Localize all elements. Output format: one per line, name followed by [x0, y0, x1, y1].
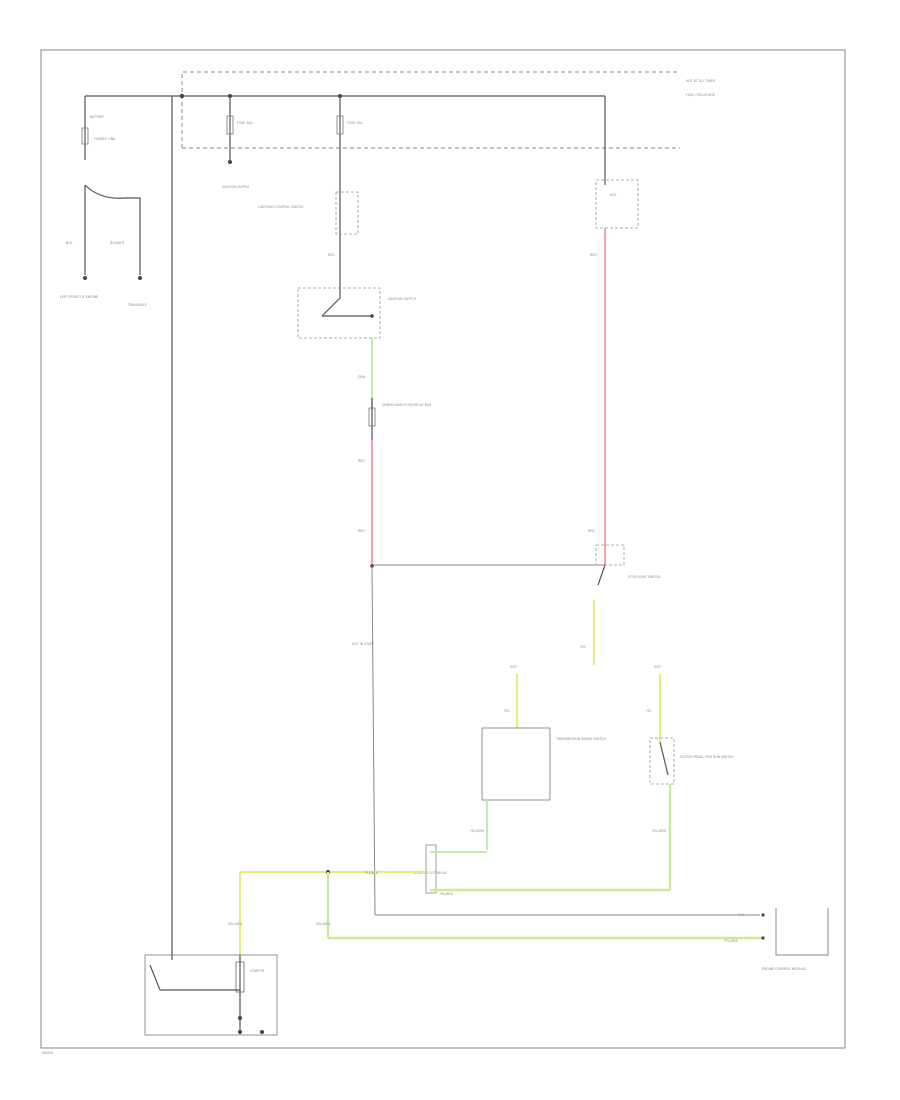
relay-label: STARTER CUT RELAY	[414, 871, 447, 875]
fuse-b-label: FUSE 10A	[347, 121, 363, 125]
ignition-switch: IGNITION SWITCH	[297, 287, 417, 339]
wire-yel-grn-label-2: YEL/GRN	[652, 829, 666, 833]
ignition-switch-label: IGNITION SWITCH	[388, 297, 417, 301]
fuse-a-branch: FUSE 30A IGNITION SUPPLY	[222, 94, 253, 189]
fuse-block-label: HOT AT ALL TIMES	[686, 79, 715, 83]
wire-blk-wht-label: BLK/WHT	[110, 241, 125, 245]
starter-feed: YEL/BLK YEL/GRN YEL/GRN YEL/GRN	[228, 870, 762, 955]
battery-fusible-label: FUSIBLE LINK	[94, 137, 116, 141]
clutch-switch-label: CLUTCH PEDAL POSITION SWITCH	[680, 755, 734, 759]
fuse-block-name: FUSE / RELAY BOX	[686, 93, 716, 97]
stoplight-switch: STOP LIGHT SWITCH YEL	[580, 544, 661, 665]
wire-yel-blk-label-2: YEL/BLK	[365, 871, 379, 875]
wire-yel-label-2: YEL	[504, 709, 510, 713]
starter-label: STARTER	[250, 969, 265, 973]
wire-grn-label-1: GRN	[358, 375, 366, 379]
ground-left-label: LEFT FRONT OF ENGINE	[60, 295, 98, 299]
under-dash-fuse-box: UNDER-DASH FUSE/RELAY BOX	[368, 398, 432, 440]
wire-yel-grn-label-5: YEL/GRN	[724, 939, 738, 943]
wire-red-label-1: RED	[328, 253, 335, 257]
ignition-supply-label: IGNITION SUPPLY	[222, 185, 249, 189]
hot-in-start-label: HOT IN START	[352, 642, 374, 646]
wire-red-label-3: RED	[358, 529, 365, 533]
right-red-branch: HOT RED RED	[588, 150, 639, 565]
ground-trans-label: TRANSAXLE	[127, 303, 147, 307]
wire-yel-grn-label-3: YEL/GRN	[228, 922, 242, 926]
wire-yel-label-1: YEL	[580, 645, 586, 649]
clutch-switch: HOT YEL CLUTCH PEDAL POSITION SWITCH YEL…	[646, 665, 734, 890]
starter-cut-relay: STARTER CUT RELAY YEL/BLK	[414, 844, 670, 896]
fuse-block: HOT AT ALL TIMES FUSE / RELAY BOX	[180, 71, 716, 150]
starter-motor: STARTER	[144, 954, 278, 1036]
transmission-range-switch: HOT YEL TRANSMISSION RANGE SWITCH YEL/GR…	[470, 665, 606, 850]
stoplight-switch-label: STOP LIGHT SWITCH	[628, 575, 661, 579]
wire-yel-blk-label: YEL/BLK	[440, 892, 454, 896]
wire-blk-label: BLK	[66, 241, 73, 245]
wire-red-label-2: RED	[358, 459, 365, 463]
fuse-b-branch: FUSE 10A LIGHTING CONTROL SWITCH RED	[258, 94, 363, 298]
wire-yel-label-3: YEL	[646, 709, 652, 713]
ecm: ENGINE CONTROL MODULE HOT	[738, 908, 829, 971]
ecm-hot-label: HOT	[738, 913, 745, 917]
hot-label-1: HOT	[510, 665, 517, 669]
diagram-footer-code: W0000	[42, 1051, 53, 1055]
wire-yel-grn-label-4: YEL/GRN	[316, 922, 330, 926]
light-control-label: LIGHTING CONTROL SWITCH	[258, 205, 304, 209]
under-dash-label: UNDER-DASH FUSE/RELAY BOX	[382, 403, 432, 407]
ecm-label: ENGINE CONTROL MODULE	[762, 967, 806, 971]
wire-yel-grn-label-1: YEL/GRN	[470, 829, 484, 833]
battery-section: FUSIBLE LINK BLK BLK/WHT LEFT FRONT OF E…	[60, 95, 180, 307]
stoplight-fuse-label: HOT	[610, 193, 617, 197]
wire-red-label-4: RED	[590, 253, 597, 257]
fuse-a-label: FUSE 30A	[237, 121, 253, 125]
battery-label: BATTERY	[90, 115, 104, 119]
hot-label-2: HOT	[654, 665, 661, 669]
position-switch-label: TRANSMISSION RANGE SWITCH	[555, 737, 606, 741]
diagram-frame	[40, 49, 846, 1049]
wire-red-label-5: RED	[588, 529, 595, 533]
